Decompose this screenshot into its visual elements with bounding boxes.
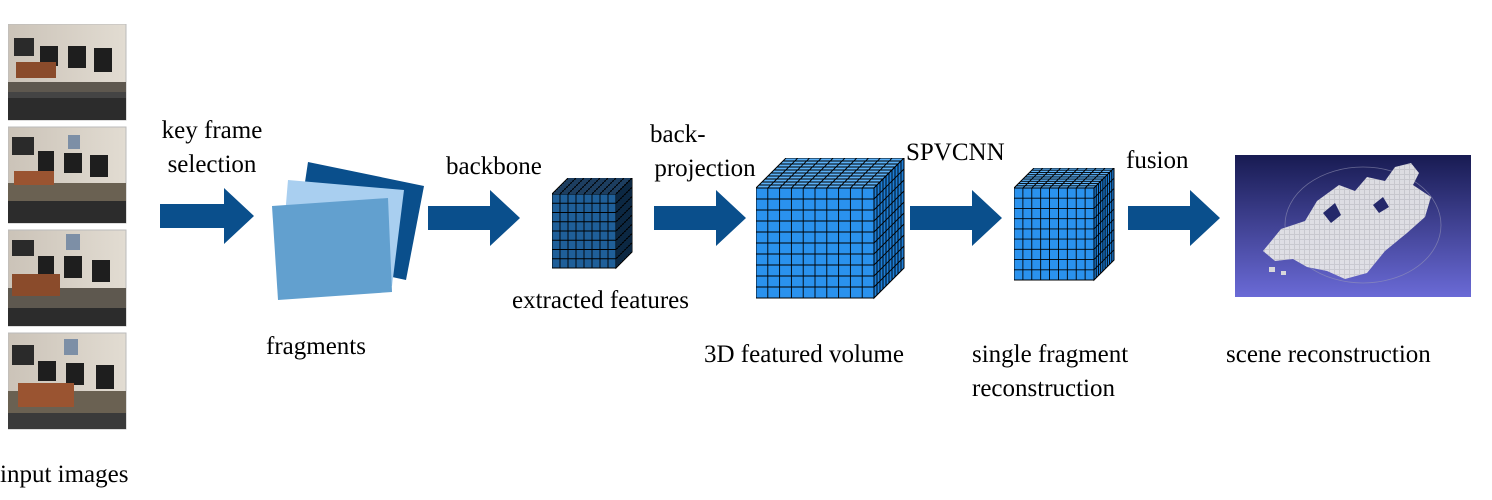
extracted-features-label: extracted features <box>512 287 689 314</box>
input-image-3 <box>8 229 127 327</box>
fragments-stack <box>272 162 424 300</box>
back-projection-label-line1: back- <box>650 121 706 148</box>
key-frame-label-line1: key frame <box>161 117 263 144</box>
input-image-1 <box>8 24 127 121</box>
scene-reconstruction-label: scene reconstruction <box>1226 341 1431 368</box>
extracted-features-cube <box>552 178 633 270</box>
featured-volume-label: 3D featured volume <box>704 341 904 368</box>
arrow-spvcnn <box>910 190 1002 246</box>
arrow-fusion <box>1128 190 1220 246</box>
input-images-label: input images <box>0 461 129 488</box>
input-image-4 <box>8 332 127 430</box>
scene-reconstruction-render <box>1235 155 1471 297</box>
input-image-2 <box>8 126 127 224</box>
scene-mesh <box>1263 163 1431 279</box>
back-projection-label-line2: projection <box>654 155 756 182</box>
single-fragment-label-line2: reconstruction <box>972 375 1116 402</box>
arrow-backbone <box>428 190 520 246</box>
spvcnn-label: SPVCNN <box>906 139 1005 166</box>
back-projection-label: back- projection <box>640 118 770 186</box>
input-images-stack <box>8 24 128 430</box>
key-frame-label-line2: selection <box>167 151 257 178</box>
single-fragment-cube <box>1014 168 1115 282</box>
backbone-label: backbone <box>446 153 542 180</box>
arrow-back-projection <box>654 190 746 246</box>
key-frame-label: key frame selection <box>150 114 274 182</box>
single-fragment-label: single fragment reconstruction <box>972 338 1128 406</box>
fusion-label: fusion <box>1126 147 1189 174</box>
fragment-front <box>272 198 392 300</box>
single-fragment-label-line1: single fragment <box>972 341 1129 368</box>
arrow-key-frame <box>160 188 254 244</box>
fragments-label: fragments <box>266 333 366 360</box>
featured-volume-cube <box>756 158 905 300</box>
